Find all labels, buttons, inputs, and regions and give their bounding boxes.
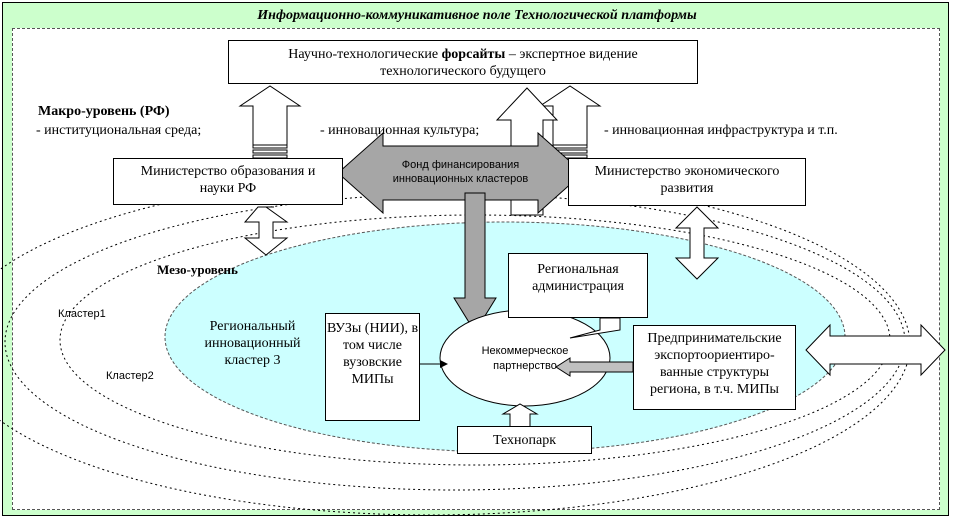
foresight-suffix: – экспертное видение (505, 47, 638, 62)
regional-cluster-label: Региональный инновационный кластер 3 (204, 319, 301, 368)
business-to-nonprofit-arrow (555, 357, 634, 377)
macro-title: Макро-уровень (РФ) (38, 104, 170, 119)
double-arrow-edu-meso (243, 206, 289, 256)
meso-title: Мезо-уровень (157, 262, 238, 277)
foresight-prefix: Научно-технологические (288, 47, 442, 62)
foresight-bold: форсайты (441, 47, 506, 62)
arrow-edu-to-foresight (238, 85, 302, 159)
regional-admin-label: Региональная администрация (532, 262, 624, 294)
uni-to-nonprofit-head (440, 360, 448, 368)
technopark-to-nonprofit-arrow (501, 403, 539, 429)
regional-admin-box: Региональная администрация (508, 253, 648, 318)
ministry-education-box: Министерство образования и науки РФ (113, 158, 343, 205)
technopark-label: Технопарк (492, 433, 557, 448)
business-structures-box: Предпринимательские экспортоориентиро-ва… (633, 325, 796, 410)
technopark-box: Технопарк (457, 426, 592, 454)
macro-item-2: - инновационная культура; (320, 123, 480, 138)
foresight-box: Научно-технологические форсайты – экспер… (228, 40, 698, 84)
macro-item-1: - институциональная среда; (36, 123, 202, 138)
ministry-economy-label: Министерство экономического развития (594, 164, 780, 196)
ministry-education-label: Министерство образования и науки РФ (140, 164, 316, 196)
universities-label: ВУЗы (НИИ), в том числе вузовские МИПы (326, 321, 419, 387)
universities-box: ВУЗы (НИИ), в том числе вузовские МИПы (325, 313, 420, 421)
nonprofit-label: Некоммерческое партнерство (481, 345, 569, 372)
admin-to-nonprofit-arrow (569, 317, 621, 339)
export-double-arrow (805, 323, 946, 377)
platform-field-title: Информационно-коммуникативное поле Техно… (257, 8, 697, 23)
fund-label: Фонд финансирования инновационных класте… (392, 159, 529, 185)
double-arrow-econ-meso (674, 206, 720, 280)
business-structures-label: Предпринимательские экспортоориентиро-ва… (647, 331, 782, 397)
ministry-economy-box: Министерство экономического развития (568, 158, 806, 206)
cluster2-label: Кластер2 (106, 370, 154, 382)
macro-item-3: - инновационная инфраструктура и т.п. (604, 123, 838, 138)
cluster1-label: Кластер1 (58, 308, 106, 320)
foresight-line2: технологического будущего (380, 64, 546, 79)
